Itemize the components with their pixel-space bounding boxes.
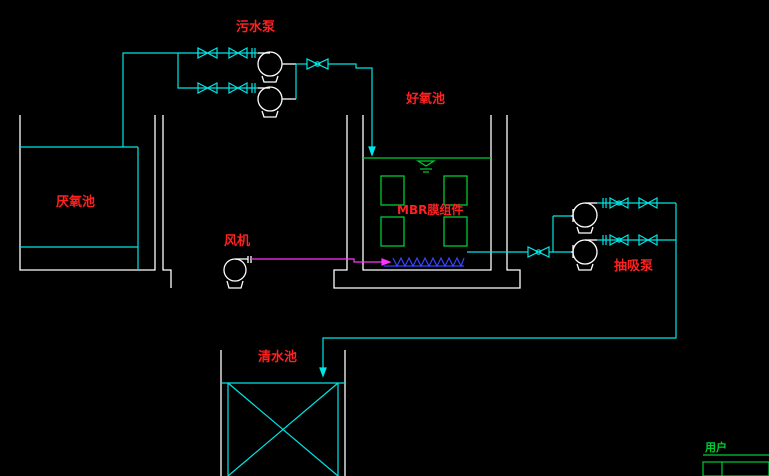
aeration-diffuser — [384, 256, 465, 268]
valve — [228, 46, 256, 60]
valve — [228, 81, 256, 95]
label-aerobic-tank: 好氧池 — [405, 91, 445, 107]
suction-pump — [571, 202, 598, 234]
clear-water-body — [221, 382, 345, 476]
aerobic-water — [363, 157, 491, 173]
anoxic-water — [20, 146, 139, 270]
label-suction-pump: 抽吸泵 — [614, 258, 653, 274]
label-mbr-module: MBR膜组件 — [397, 202, 463, 217]
valve — [197, 47, 218, 59]
label-blower: 风机 — [224, 233, 250, 249]
label-anoxic-tank: 厌氧池 — [56, 194, 95, 210]
valve — [602, 233, 629, 247]
valve — [527, 246, 550, 258]
anoxic-tank — [19, 115, 172, 288]
inlet-pipe — [122, 52, 258, 147]
pump-outlet-pipe — [295, 63, 376, 157]
title-block — [702, 454, 769, 476]
blower — [223, 256, 252, 289]
aerobic-tank — [333, 115, 521, 289]
sewage-pump — [257, 86, 296, 118]
label-clear-water-tank: 清水池 — [258, 349, 297, 365]
valve — [306, 58, 329, 70]
mbr-membrane-modules — [380, 175, 468, 247]
sewage-pump — [257, 51, 296, 83]
valve — [602, 196, 629, 210]
valve — [638, 196, 658, 210]
suction-pump — [571, 239, 598, 271]
label-sewage-pump: 污水泵 — [236, 19, 275, 35]
permeate-pipe — [467, 215, 571, 253]
clear-water-tank — [220, 350, 346, 476]
air-pipe — [251, 258, 392, 266]
valve — [197, 82, 218, 94]
title-block-user-label: 用户 — [705, 440, 727, 454]
valve — [638, 233, 658, 247]
